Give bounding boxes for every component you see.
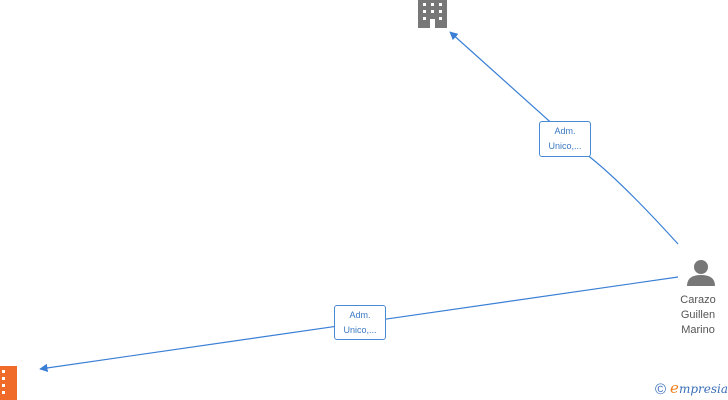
building-icon[interactable] bbox=[0, 366, 17, 400]
person-name-line: Carazo bbox=[680, 294, 716, 306]
person-icon[interactable] bbox=[687, 260, 715, 286]
edge-label-top[interactable]: Adm. Unico,... bbox=[539, 121, 591, 157]
edge-label-line: Unico,... bbox=[343, 325, 377, 335]
edge-label-line: Adm. bbox=[554, 126, 576, 136]
person-name[interactable]: Carazo Guillen Marino bbox=[668, 293, 728, 338]
watermark: © empresia bbox=[655, 381, 728, 397]
edge-label-line: Adm. bbox=[349, 310, 371, 320]
brand-logo: empresia bbox=[670, 379, 728, 397]
person-name-line: Guillen bbox=[680, 309, 716, 321]
edge-label-line: Unico,... bbox=[548, 141, 582, 151]
edge-label-bottom[interactable]: Adm. Unico,... bbox=[334, 305, 386, 340]
building-icon[interactable] bbox=[418, 0, 447, 28]
copyright-icon: © bbox=[654, 380, 667, 398]
person-name-line: Marino bbox=[681, 324, 715, 336]
